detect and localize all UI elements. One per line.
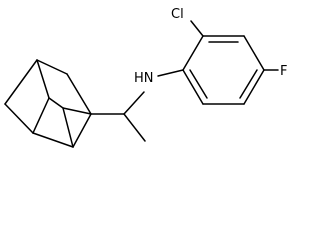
ethyl-linker bbox=[90, 91, 146, 142]
double-bond bbox=[189, 69, 208, 99]
bond bbox=[32, 97, 50, 134]
bond bbox=[4, 59, 38, 105]
bond bbox=[36, 59, 50, 99]
bond bbox=[182, 69, 204, 105]
bond bbox=[72, 113, 92, 148]
bond bbox=[123, 91, 145, 115]
double-bond bbox=[239, 69, 258, 99]
bond bbox=[243, 35, 265, 71]
bond bbox=[62, 107, 92, 115]
molecule-structure: Cl HN F bbox=[4, 7, 287, 148]
bond bbox=[243, 69, 265, 105]
bond bbox=[66, 73, 92, 115]
bond bbox=[62, 107, 74, 148]
bond bbox=[182, 35, 204, 71]
bond bbox=[4, 103, 34, 134]
bond bbox=[48, 97, 64, 109]
bond bbox=[190, 20, 204, 37]
bond bbox=[32, 132, 74, 148]
bond bbox=[36, 59, 68, 75]
amine-label: HN bbox=[134, 71, 154, 86]
bond bbox=[123, 113, 146, 142]
adamantane-cage bbox=[4, 59, 92, 148]
chlorine-label: Cl bbox=[171, 7, 184, 22]
fluorine-label: F bbox=[280, 64, 287, 79]
bond bbox=[157, 69, 184, 77]
phenyl-ring bbox=[182, 35, 265, 105]
